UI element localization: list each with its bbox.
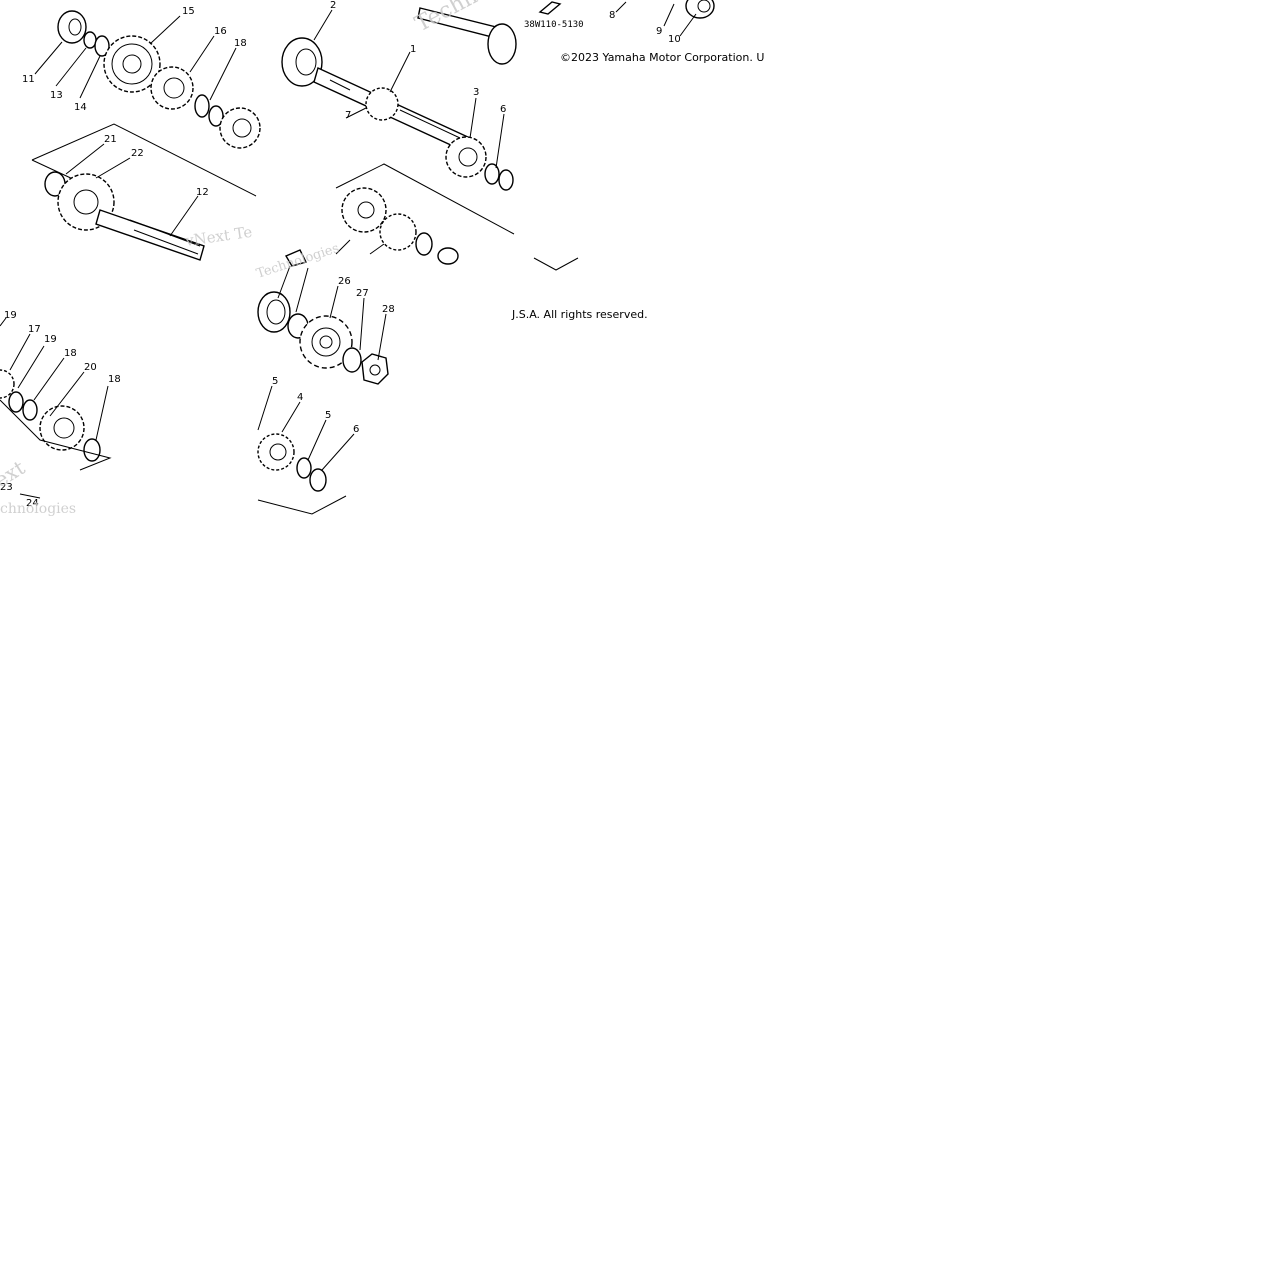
callout-27: 27 bbox=[356, 288, 369, 299]
callout-19: 19 bbox=[44, 334, 57, 345]
callout-17: 17 bbox=[28, 324, 41, 335]
diagram-tile-middle-right: J.S.A. All rights reserved. bbox=[511, 308, 648, 321]
callout-18: 18 bbox=[64, 348, 77, 359]
callout-23: 23 bbox=[0, 482, 13, 493]
gear-part bbox=[365, 87, 399, 121]
oil-seal-part bbox=[257, 291, 291, 333]
callout-5: 5 bbox=[325, 410, 331, 421]
circlip-part bbox=[83, 438, 101, 462]
nut-part bbox=[361, 353, 389, 385]
watermark-text: chnologies bbox=[0, 501, 76, 517]
callout-20: 20 bbox=[84, 362, 97, 373]
washer-part bbox=[484, 163, 500, 185]
callout-1: 1 bbox=[410, 44, 416, 55]
callout-11: 11 bbox=[22, 74, 35, 85]
callout-10: 10 bbox=[668, 34, 681, 45]
callout-21: 21 bbox=[104, 134, 117, 145]
lock-plate-part bbox=[284, 249, 308, 267]
callout-19: 19 bbox=[4, 310, 17, 321]
washer-part bbox=[22, 399, 38, 421]
copyright-text: ©2023 Yamaha Motor Corporation. U bbox=[560, 51, 764, 64]
lock-washer-part bbox=[342, 347, 362, 373]
callout-8: 8 bbox=[609, 10, 615, 21]
callout-18: 18 bbox=[108, 374, 121, 385]
watermark-text: Technologies bbox=[255, 241, 341, 282]
callout-28: 28 bbox=[382, 304, 395, 315]
washer-part bbox=[415, 232, 433, 256]
washer-part bbox=[83, 31, 97, 49]
callout-9: 9 bbox=[656, 26, 662, 37]
bearing-part bbox=[281, 37, 323, 87]
circlip-part bbox=[296, 457, 312, 479]
gear-part bbox=[0, 369, 15, 399]
callout-2: 2 bbox=[330, 0, 336, 11]
washer-part bbox=[437, 247, 459, 265]
diagram-tile-middle-left: 19 17 19 18 20 18 23 24 ext chnologies bbox=[0, 310, 121, 517]
callout-12: 12 bbox=[196, 187, 209, 198]
gear-part bbox=[219, 107, 261, 149]
callout-22: 22 bbox=[131, 148, 144, 159]
diagram-tile-middle: 26 27 28 5 4 5 6 Technologies bbox=[255, 241, 395, 515]
callout-16: 16 bbox=[214, 26, 227, 37]
part-code: 38W110-5130 bbox=[524, 20, 584, 30]
callout-6: 6 bbox=[500, 104, 506, 115]
gear-part bbox=[341, 187, 387, 233]
washer-part bbox=[498, 169, 514, 191]
callout-26: 26 bbox=[338, 276, 351, 287]
gear-part bbox=[445, 136, 487, 178]
bolt-part bbox=[538, 1, 562, 15]
bearing-part bbox=[685, 0, 715, 19]
callout-5: 5 bbox=[272, 376, 278, 387]
callout-7: 7 bbox=[345, 110, 351, 121]
circlip-part bbox=[8, 391, 24, 413]
callout-14: 14 bbox=[74, 102, 87, 113]
diagram-tile-top-middle: 2 1 3 6 7 Techn bbox=[281, 0, 517, 265]
gear-part bbox=[39, 405, 85, 451]
gear-part bbox=[379, 213, 417, 251]
callout-4: 4 bbox=[297, 392, 303, 403]
callout-18: 18 bbox=[234, 38, 247, 49]
diagram-tile-top-left: 11 13 14 15 16 18 21 22 12 vNext Te bbox=[22, 6, 261, 261]
diagram-tile-top-right: 38W110-5130 8 9 10 ©2023 Yamaha Motor Co… bbox=[524, 0, 764, 271]
callout-15: 15 bbox=[182, 6, 195, 17]
washer-part bbox=[309, 468, 327, 492]
copyright-text: J.S.A. All rights reserved. bbox=[511, 308, 648, 321]
callout-24: 24 bbox=[26, 498, 39, 509]
bearing-part bbox=[487, 23, 517, 65]
gear-part bbox=[150, 66, 194, 110]
drive-axle-part bbox=[95, 209, 205, 261]
callout-6: 6 bbox=[353, 424, 359, 435]
drive-sprocket-part bbox=[299, 315, 353, 369]
washer-part bbox=[208, 105, 224, 127]
watermark-text: vNext Te bbox=[183, 223, 253, 250]
bearing-part bbox=[57, 10, 87, 44]
washer-part bbox=[94, 35, 110, 57]
gear-part bbox=[257, 433, 295, 471]
watermark-text: ext bbox=[0, 455, 29, 492]
circlip-part bbox=[194, 94, 210, 118]
callout-3: 3 bbox=[473, 87, 479, 98]
callout-13: 13 bbox=[50, 90, 63, 101]
